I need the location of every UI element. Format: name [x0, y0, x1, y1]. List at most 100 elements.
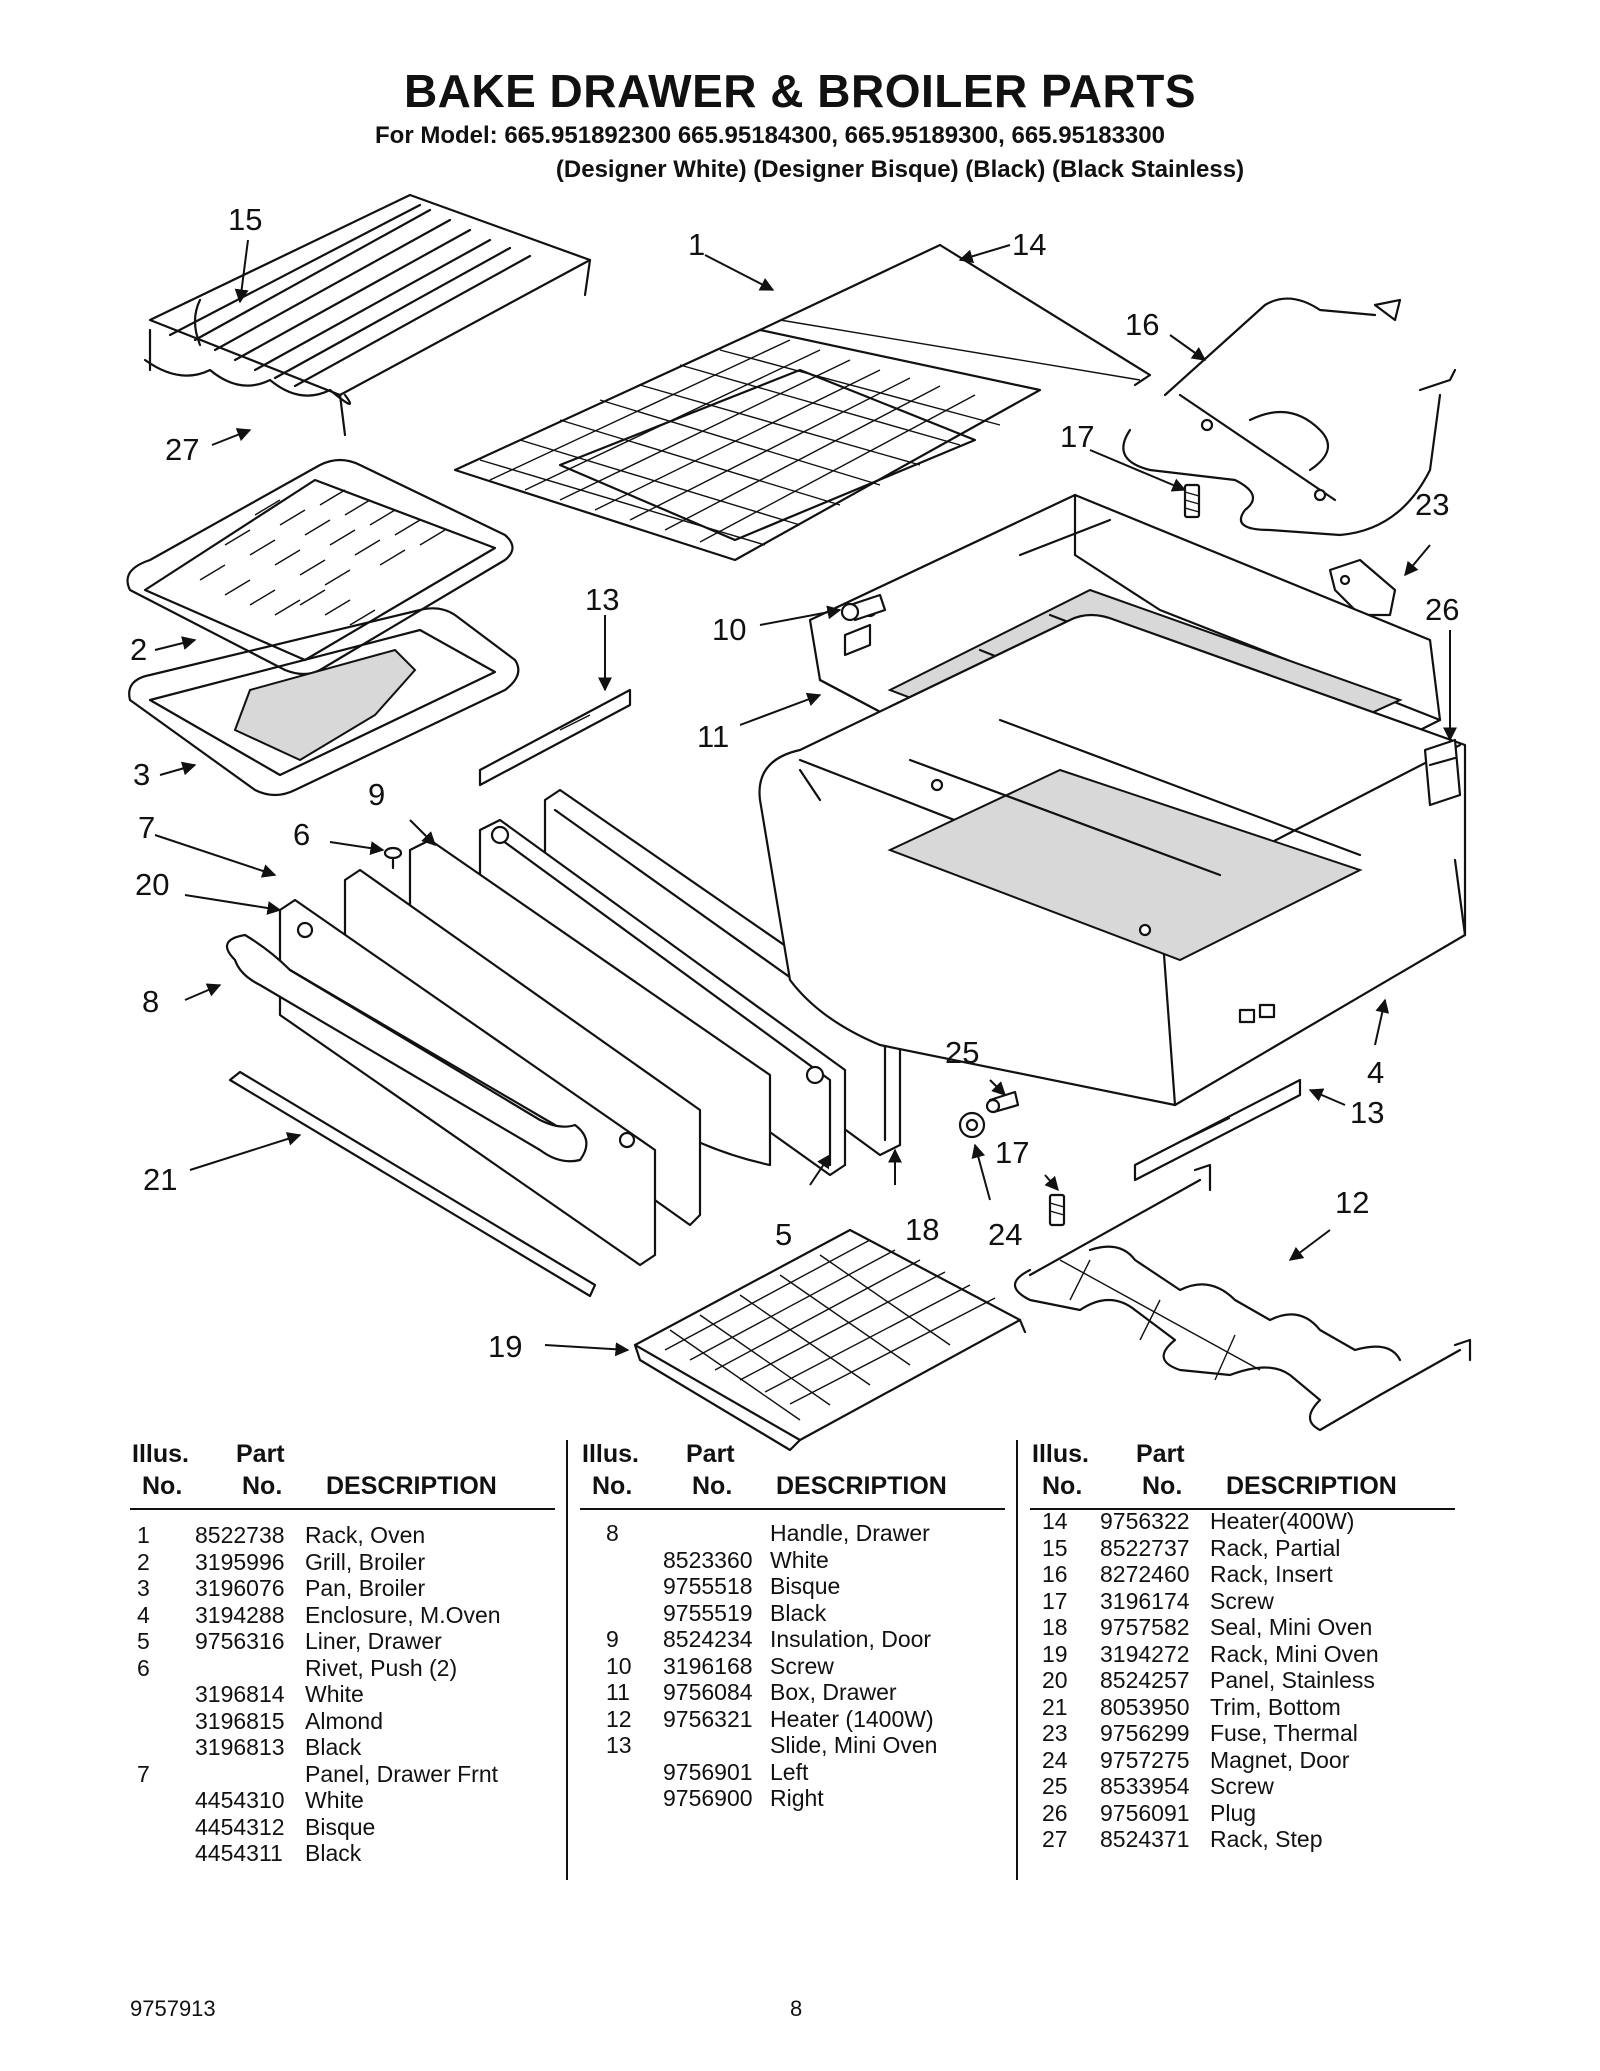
- part-description: Bisque: [305, 1813, 376, 1840]
- part-description: Screw: [1210, 1587, 1274, 1614]
- part-description: Rack, Mini Oven: [1210, 1640, 1379, 1667]
- part-description: Seal, Mini Oven: [1210, 1614, 1373, 1640]
- callout-15: 14: [1012, 227, 1046, 262]
- callout-7: 7: [138, 810, 155, 845]
- part-description: Box, Drawer: [770, 1679, 897, 1705]
- part-number: 3196174: [1100, 1587, 1190, 1614]
- callout-9: 9: [368, 777, 385, 812]
- callout-12: 12: [1335, 1185, 1369, 1220]
- callout-24: 24: [988, 1217, 1022, 1252]
- callout-11: 11: [697, 719, 729, 754]
- illus-number: 12: [606, 1705, 632, 1732]
- callout-25: 25: [945, 1035, 979, 1070]
- callout-23: 23: [1415, 487, 1449, 522]
- illus-number: 24: [1042, 1746, 1068, 1773]
- part-description: Screw: [770, 1652, 834, 1679]
- part-number: 8053950: [1100, 1693, 1190, 1720]
- part-description: Rack, Insert: [1210, 1561, 1333, 1587]
- part-number: 4454311: [195, 1840, 283, 1866]
- illus-number: 4: [137, 1601, 150, 1628]
- illus-number: 26: [1042, 1799, 1068, 1826]
- part-description: Rack, Oven: [305, 1522, 426, 1548]
- callout-19: 19: [488, 1329, 522, 1364]
- illus-number: 20: [1042, 1667, 1068, 1693]
- parts-table-col-3: Illus. No. Part No. DESCRIPTION: [1030, 1440, 1455, 1508]
- part-number: 9755518: [663, 1573, 753, 1599]
- part-description: Bisque: [770, 1573, 841, 1599]
- part-header-bottom: No.: [692, 1472, 733, 1500]
- broiler-pan-drawing: [128, 607, 520, 797]
- part-description: Pan, Broiler: [305, 1575, 426, 1601]
- callout-26: 26: [1425, 592, 1459, 627]
- model-line: For Model: 665.951892300 665.95184300, 6…: [375, 122, 1165, 149]
- illus-number: 3: [137, 1575, 150, 1601]
- part-description: Rack, Partial: [1210, 1534, 1341, 1561]
- part-description: White: [770, 1546, 829, 1573]
- table-row: 9755518 Bisque: [598, 1573, 1018, 1600]
- screw-10-drawing: [840, 593, 887, 622]
- callout-16: 15: [228, 202, 262, 237]
- column-divider-1: [566, 1440, 568, 1880]
- table-header: Illus. No. Part No. DESCRIPTION: [580, 1440, 1005, 1508]
- callout-27: 27: [165, 432, 199, 467]
- illus-number: 8: [606, 1520, 619, 1546]
- callout-8: 8: [142, 984, 159, 1019]
- callout-4: 4: [1367, 1055, 1384, 1090]
- part-description: Slide, Mini Oven: [770, 1732, 938, 1758]
- part-header-top: Part: [236, 1440, 285, 1468]
- oven-rack-drawing: [453, 243, 1152, 562]
- part-header-top: Part: [1136, 1440, 1185, 1468]
- part-description: Panel, Stainless: [1210, 1667, 1375, 1693]
- part-description: Trim, Bottom: [1210, 1693, 1341, 1720]
- part-header-bottom: No.: [242, 1472, 283, 1500]
- part-number: 3196814: [195, 1681, 285, 1707]
- illus-header-bottom: No.: [592, 1472, 633, 1500]
- column-divider-2: [1016, 1440, 1018, 1880]
- illus-number: 9: [606, 1626, 619, 1652]
- callout-17-top: 17: [1060, 419, 1094, 454]
- illus-number: 11: [606, 1679, 630, 1705]
- illus-header-bottom: No.: [142, 1472, 183, 1500]
- illus-number: 23: [1042, 1720, 1068, 1746]
- illus-number: 10: [606, 1652, 632, 1679]
- part-number: 8272460: [1100, 1561, 1190, 1587]
- drawer-handle-drawing: [225, 933, 588, 1163]
- part-number: 9756316: [195, 1628, 285, 1654]
- illus-number: 16: [1042, 1561, 1068, 1587]
- finish-line: (Designer White) (Designer Bisque) (Blac…: [555, 156, 1245, 183]
- illus-number: 2: [137, 1548, 150, 1575]
- table-header: Illus. No. Part No. DESCRIPTION: [130, 1440, 555, 1508]
- description-header: DESCRIPTION: [326, 1472, 497, 1500]
- rack-insert-drawing: [143, 193, 592, 437]
- heater-400w-drawing: [1122, 297, 1457, 537]
- part-description: Right: [770, 1785, 824, 1811]
- header-rule-1: [130, 1508, 555, 1510]
- part-number: 3195996: [195, 1548, 285, 1575]
- callout-10: 10: [712, 612, 746, 647]
- part-description: Plug: [1210, 1799, 1257, 1826]
- callout-labels: 15 27 1 14 16 17 23 26 13 10 11 2 3 7 6 …: [130, 202, 1459, 1364]
- push-rivet-drawing: [383, 846, 403, 870]
- part-description: Grill, Broiler: [305, 1548, 426, 1575]
- illus-number: 25: [1042, 1773, 1068, 1799]
- illus-number: 6: [137, 1654, 150, 1681]
- description-header: DESCRIPTION: [776, 1472, 947, 1500]
- part-description: Liner, Drawer: [305, 1628, 442, 1654]
